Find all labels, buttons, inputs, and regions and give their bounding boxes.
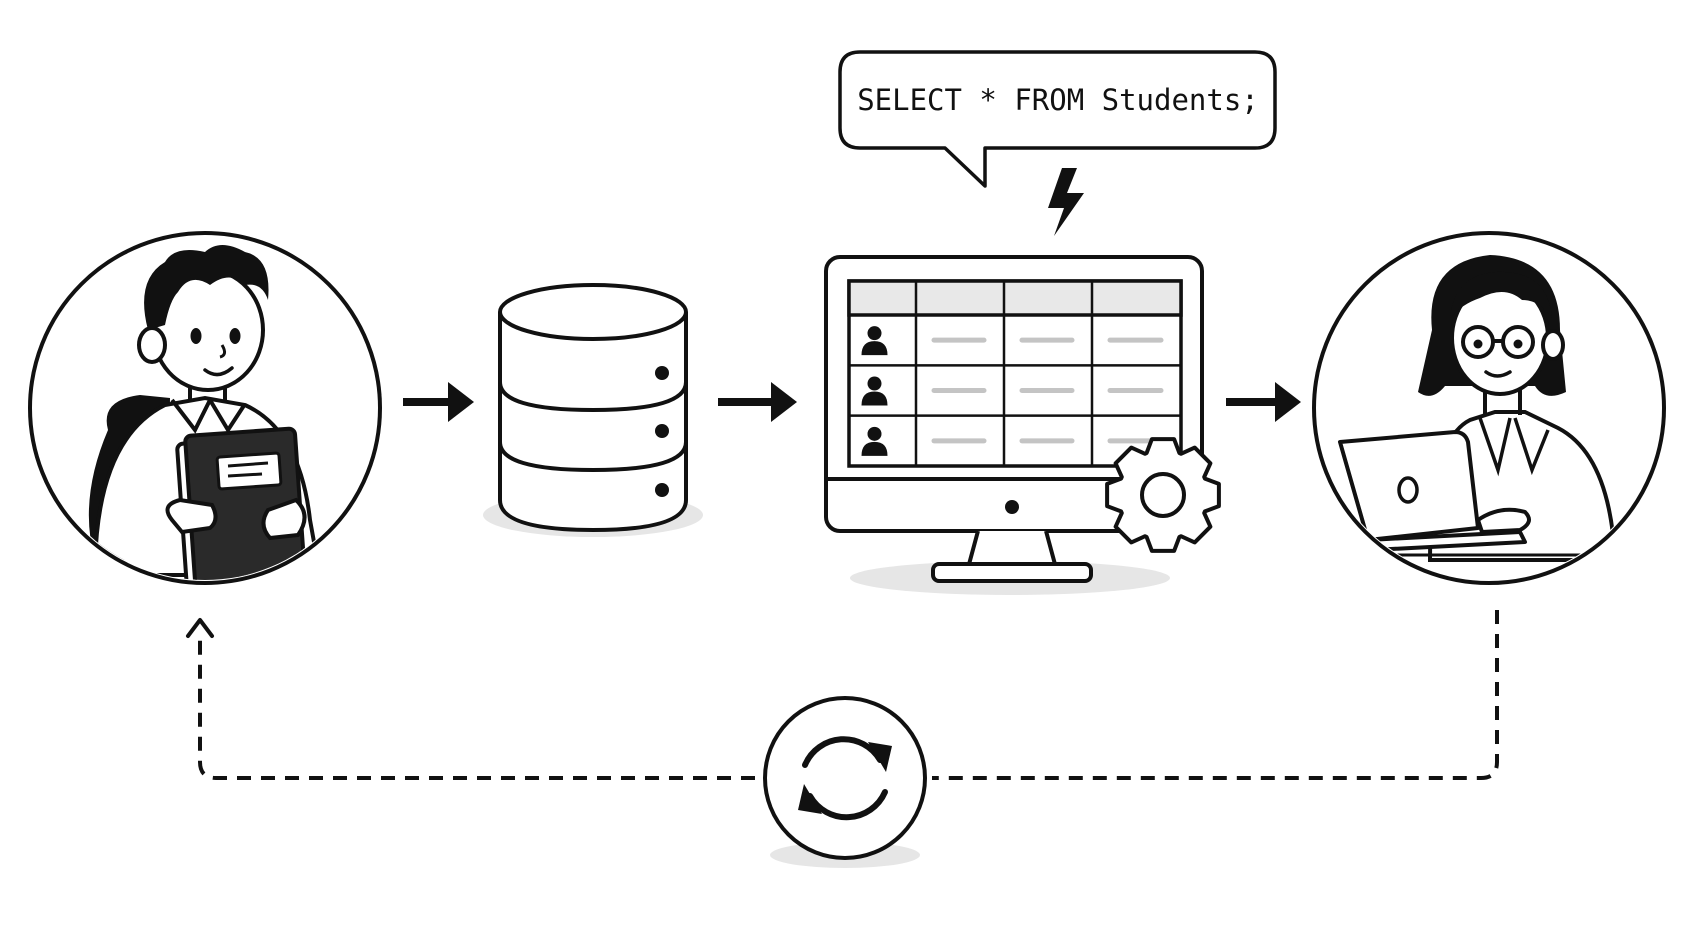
teacher-node bbox=[1312, 231, 1666, 585]
computer-node bbox=[824, 255, 1221, 595]
flow-arrow-2 bbox=[718, 382, 797, 422]
database-icon bbox=[498, 283, 688, 533]
table-row bbox=[861, 376, 1164, 406]
feedback-arrowhead bbox=[186, 618, 214, 638]
lightning-icon bbox=[1048, 168, 1084, 236]
query-speech-bubble: SELECT * FROM Students; bbox=[838, 50, 1277, 188]
teacher-icon bbox=[1338, 255, 1640, 562]
flow-arrow-3 bbox=[1226, 382, 1301, 422]
flow-arrow-1 bbox=[403, 382, 474, 422]
results-table bbox=[847, 279, 1183, 468]
refresh-icon bbox=[798, 736, 892, 821]
student-node bbox=[28, 231, 382, 585]
gear-icon bbox=[1105, 437, 1221, 553]
database-node bbox=[483, 283, 703, 537]
person-icon bbox=[861, 426, 888, 456]
feedback-dashed-line-left bbox=[198, 640, 755, 780]
query-text: SELECT * FROM Students; bbox=[857, 83, 1259, 117]
student-icon bbox=[88, 245, 323, 580]
person-icon bbox=[861, 376, 888, 406]
table-header-row bbox=[847, 279, 1183, 317]
table-row bbox=[861, 326, 1164, 356]
feedback-loop bbox=[186, 610, 1499, 868]
person-icon bbox=[861, 326, 888, 356]
refresh-circle bbox=[763, 696, 927, 860]
feedback-dashed-line-right bbox=[932, 610, 1499, 780]
